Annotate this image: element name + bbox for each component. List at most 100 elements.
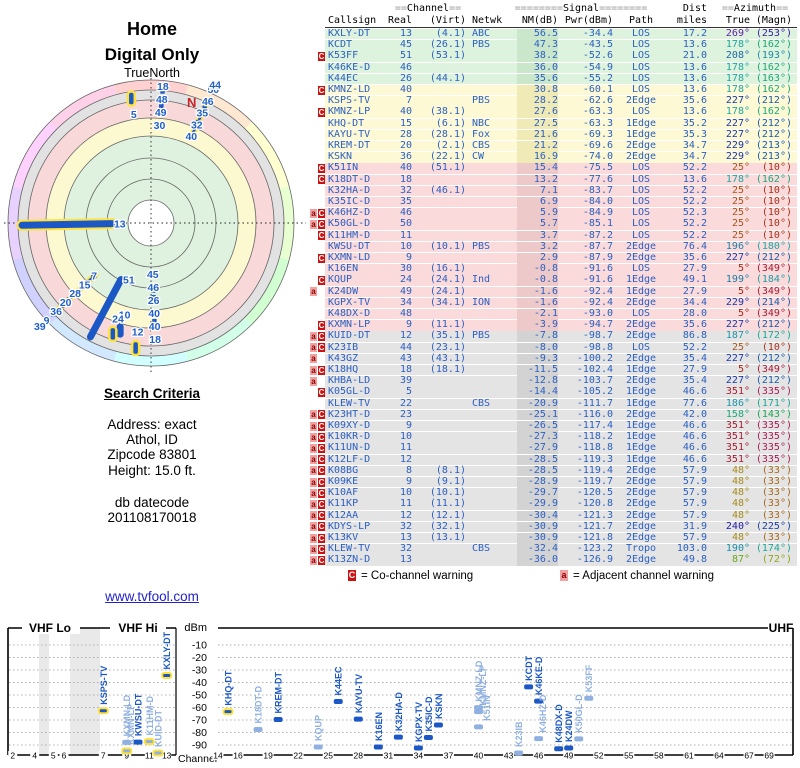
cell-mg: (180°) — [755, 240, 792, 252]
cell-tr: 208° — [725, 50, 750, 62]
chart-point — [534, 736, 544, 742]
cell-pw: -117.4 — [576, 420, 613, 431]
co-channel-warning-badge: C — [318, 421, 325, 431]
cell-pw: -93.0 — [582, 308, 613, 319]
cell-vi: (46.1) — [429, 184, 466, 196]
cell-vi: (11.1) — [429, 319, 466, 331]
cell-vi: (44.1) — [429, 72, 466, 84]
cell-nw: PBS — [472, 240, 491, 252]
cell-mg: (212°) — [755, 95, 792, 107]
cell-di: 35.6 — [682, 319, 707, 331]
cell-di: 35.3 — [682, 128, 707, 140]
radar-channel-label: 48 — [156, 94, 168, 106]
cell-pw: -119.3 — [576, 453, 613, 465]
uhf-tick-label: 37 — [444, 751, 454, 761]
chart-point-label: K23IB — [514, 721, 524, 747]
cell-pa: 2Edge — [625, 498, 657, 510]
cell-re: 32 — [399, 184, 412, 196]
cell-tr: 48° — [731, 532, 750, 543]
col-header-nw: Netwk — [472, 15, 503, 26]
chart-point-label: KMNZ-LP — [478, 665, 488, 706]
chart-point-label: KAYU-TV — [354, 674, 364, 713]
cell-vi: (28.1) — [429, 128, 466, 140]
cell-di: 35.6 — [682, 252, 707, 263]
cell-tr: 25° — [731, 341, 750, 353]
vhf-tick-label: 6 — [62, 751, 67, 761]
cell-cs: K11HM-D — [328, 229, 371, 241]
cell-re: 18 — [399, 173, 412, 185]
cell-nm: 47.3 — [517, 40, 558, 51]
adjacent-channel-symbol: a — [560, 570, 568, 581]
adjacent-warning-badge: a — [310, 522, 317, 532]
chart-point — [514, 750, 524, 756]
cell-nm: -28.5 — [517, 465, 558, 477]
chart-point-label: K50GL-D — [574, 694, 584, 733]
cell-pa: LOS — [631, 196, 651, 207]
chart-point-label: KXLY-DT — [162, 631, 172, 669]
uhf-tick-label: 52 — [594, 751, 604, 761]
cell-cs: K13KV — [328, 532, 359, 543]
cell-mg: (10°) — [761, 162, 792, 174]
chart-point — [122, 739, 132, 745]
cell-vi: (12.1) — [429, 509, 466, 521]
radar-marker-point — [189, 134, 194, 139]
cell-tr: 48° — [731, 476, 750, 487]
cell-mg: (349°) — [755, 285, 792, 297]
cell-cs: KMNZ-LD — [328, 84, 371, 95]
cell-cs: K53FF — [328, 50, 359, 62]
cell-nm: -11.5 — [517, 364, 558, 376]
co-channel-warning-badge: C — [318, 208, 325, 218]
co-channel-warning-badge: C — [318, 365, 325, 375]
adjacent-warning-badge: a — [310, 466, 317, 476]
cell-pa: LOS — [631, 263, 651, 275]
cell-pa: 2Edge — [625, 319, 657, 331]
cell-di: 27.9 — [682, 364, 707, 375]
uhf-tick-label: 69 — [764, 751, 774, 761]
vhf-tick-label: 2 — [10, 751, 15, 761]
radar-plot: N135171528203693494339403235465011444546… — [4, 78, 306, 372]
cell-vi: (2.1) — [435, 140, 466, 151]
uhf-tick-label: 22 — [293, 751, 303, 761]
tvfool-link[interactable]: www.tvfool.com — [105, 589, 199, 604]
adjacent-warning-badge: a — [310, 343, 317, 353]
cell-re: 46 — [399, 207, 412, 219]
cell-nm: -27.3 — [517, 432, 558, 443]
cell-nm: 7.1 — [517, 185, 558, 197]
cell-pw: -102.4 — [576, 364, 613, 375]
cell-di: 49.1 — [682, 274, 707, 286]
cell-mg: (349°) — [755, 263, 792, 275]
cell-pa: 2Edge — [625, 252, 657, 263]
chart-point-label: K24DW — [564, 710, 574, 742]
adjacent-warning-badge: a — [310, 443, 317, 453]
cell-nm: -30.4 — [517, 510, 558, 522]
cell-re: 10 — [399, 431, 412, 443]
uhf-tick-label: 25 — [323, 751, 333, 761]
vhf-tick-label: 7 — [101, 751, 106, 761]
chart-point-label: K48DX-D — [554, 704, 564, 743]
co-channel-warning-badge: C — [318, 544, 325, 554]
cell-di: 17.2 — [682, 28, 707, 39]
cell-cs: KGPX-TV — [328, 296, 371, 308]
cell-vi: (35.1) — [429, 330, 466, 342]
col-header-di: miles — [676, 15, 707, 26]
radar-marker-point — [160, 89, 165, 94]
radar-channel-label: 34 — [34, 321, 46, 333]
cell-pw: -126.9 — [576, 554, 613, 566]
cell-vi: (18.1) — [429, 364, 466, 375]
vhf-gap-band — [39, 628, 49, 755]
cell-re: 10 — [399, 240, 412, 252]
cell-tr: 158° — [725, 408, 750, 420]
co-channel-warning-badge: C — [318, 522, 325, 532]
cell-mg: (10°) — [761, 218, 792, 230]
